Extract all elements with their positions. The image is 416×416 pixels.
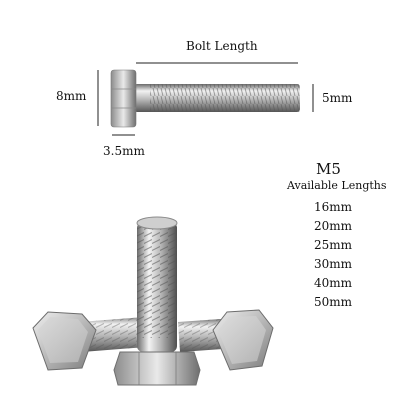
head-height-label: 8mm	[56, 89, 87, 103]
standing-bolt	[113, 216, 201, 386]
length-item: 40mm	[314, 276, 353, 290]
head-thickness-label: 3.5mm	[103, 144, 145, 158]
length-item: 20mm	[314, 219, 353, 233]
available-lengths-heading: Available Lengths	[287, 179, 387, 192]
bolt-dimension-diagram	[97, 62, 314, 136]
length-item: 25mm	[314, 238, 353, 252]
right-lying-bolt	[178, 309, 274, 371]
bolts-product-photo	[32, 216, 274, 386]
length-item: 16mm	[314, 200, 353, 214]
diagram-bolt-head	[110, 69, 137, 128]
bolt-length-label: Bolt Length	[186, 39, 258, 53]
length-item: 50mm	[314, 295, 353, 309]
size-heading: M5	[316, 160, 341, 178]
thread-diameter-label: 5mm	[322, 91, 353, 105]
length-item: 30mm	[314, 257, 353, 271]
diagram-bolt-thread	[150, 84, 300, 112]
